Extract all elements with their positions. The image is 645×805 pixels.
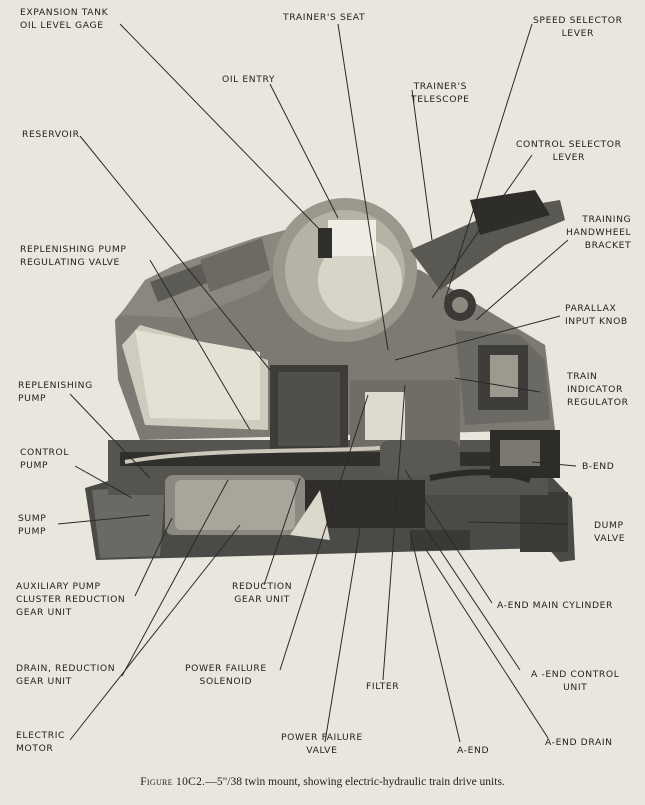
label-line: INDICATOR (567, 384, 623, 395)
label-line: SOLENOID (199, 676, 253, 687)
figure-caption: Figure 10C2.—5"/38 twin mount, showing e… (0, 776, 645, 788)
label-replenishing-pump-valve: REPLENISHING PUMP REGULATING VALVE (20, 243, 127, 269)
label-line: CONTROL SELECTOR (516, 139, 622, 150)
label-line: BRACKET (584, 240, 632, 251)
label-control-selector: CONTROL SELECTOR LEVER (516, 138, 622, 164)
label-control-pump: CONTROL PUMP (20, 446, 69, 472)
label-line: GEAR UNIT (16, 676, 72, 687)
caption-text: —5"/38 twin mount, showing electric-hydr… (205, 776, 505, 788)
label-line: PARALLAX (565, 303, 617, 314)
label-power-failure-valve: POWER FAILURE VALVE (281, 731, 363, 757)
label-line: VALVE (306, 745, 338, 756)
label-training-handwheel: TRAINING HANDWHEEL BRACKET (566, 213, 631, 252)
label-line: GEAR UNIT (234, 594, 291, 605)
label-line: A-END MAIN CYLINDER (497, 600, 614, 611)
label-line: ELECTRIC (16, 730, 66, 741)
label-line: REPLENISHING (18, 380, 93, 391)
label-line: CLUSTER REDUCTION (16, 594, 126, 605)
label-line: DRAIN, REDUCTION (16, 663, 116, 674)
label-line: B-END (582, 461, 615, 472)
label-line: REGULATING VALVE (20, 257, 120, 268)
label-line: A-END DRAIN (545, 737, 613, 748)
label-line: HANDWHEEL (566, 227, 632, 238)
label-trainers-telescope: TRAINER'S TELESCOPE (411, 80, 470, 106)
leader-lines (57, 23, 577, 743)
label-line: RESERVOIR (22, 129, 80, 140)
label-line: TRAINING (582, 214, 632, 225)
label-line: REDUCTION (232, 581, 293, 592)
label-electric-motor: ELECTRIC MOTOR (16, 729, 65, 755)
label-line: SPEED SELECTOR (533, 15, 623, 26)
label-line: FILTER (366, 681, 400, 692)
label-line: UNIT (563, 682, 588, 693)
label-sump-pump: SUMP PUMP (18, 512, 46, 538)
label-line: REPLENISHING PUMP (20, 244, 127, 255)
label-line: POWER FAILURE (185, 663, 267, 674)
label-trainers-seat: TRAINER'S SEAT (283, 11, 365, 24)
label-line: EXPANSION TANK (20, 7, 109, 18)
label-dump-valve: DUMP VALVE (594, 519, 625, 545)
label-line: TRAIN (567, 371, 598, 382)
label-auxiliary-pump: AUXILIARY PUMP CLUSTER REDUCTION GEAR UN… (16, 580, 125, 619)
label-drain-reduction: DRAIN, REDUCTION GEAR UNIT (16, 662, 115, 688)
label-line: TRAINER'S SEAT (283, 12, 366, 23)
label-a-end-control: A -END CONTROL UNIT (531, 668, 619, 694)
label-line: LEVER (561, 28, 594, 39)
label-line: INPUT KNOB (565, 316, 628, 327)
label-line: GEAR UNIT (16, 607, 72, 618)
label-power-failure-solenoid: POWER FAILURE SOLENOID (185, 662, 267, 688)
label-line: TRAINER'S (413, 81, 467, 92)
label-line: A -END CONTROL (531, 669, 620, 680)
label-replenishing-pump: REPLENISHING PUMP (18, 379, 93, 405)
label-line: POWER FAILURE (281, 732, 363, 743)
label-line: DUMP (594, 520, 624, 531)
label-a-end-main-cylinder: A-END MAIN CYLINDER (497, 599, 613, 612)
label-line: PUMP (18, 393, 47, 404)
label-line: OIL LEVEL GAGE (20, 20, 104, 31)
label-line: CONTROL (20, 447, 70, 458)
mount-body (85, 190, 575, 562)
label-reduction-gear: REDUCTION GEAR UNIT (232, 580, 292, 606)
figure-number: Figure 10C2. (140, 776, 206, 788)
label-line: PUMP (20, 460, 49, 471)
label-line: SUMP (18, 513, 47, 524)
label-train-indicator: TRAIN INDICATOR REGULATOR (567, 370, 629, 409)
label-line: TELESCOPE (411, 94, 470, 105)
label-b-end: B-END (582, 460, 614, 473)
label-line: OIL ENTRY (222, 74, 276, 85)
label-speed-selector: SPEED SELECTOR LEVER (533, 14, 623, 40)
label-line: REGULATOR (567, 397, 629, 408)
label-expansion-tank: EXPANSION TANK OIL LEVEL GAGE (20, 6, 108, 32)
label-line: AUXILIARY PUMP (16, 581, 101, 592)
label-a-end-drain: A-END DRAIN (545, 736, 613, 749)
label-parallax-knob: PARALLAX INPUT KNOB (565, 302, 628, 328)
label-filter: FILTER (366, 680, 399, 693)
label-a-end: A-END (457, 744, 489, 757)
label-line: A-END (457, 745, 490, 756)
label-line: LEVER (552, 152, 585, 163)
label-line: VALVE (594, 533, 626, 544)
label-reservoir: RESERVOIR (22, 128, 80, 141)
label-line: PUMP (18, 526, 47, 537)
label-line: MOTOR (16, 743, 54, 754)
label-oil-entry: OIL ENTRY (222, 73, 275, 86)
